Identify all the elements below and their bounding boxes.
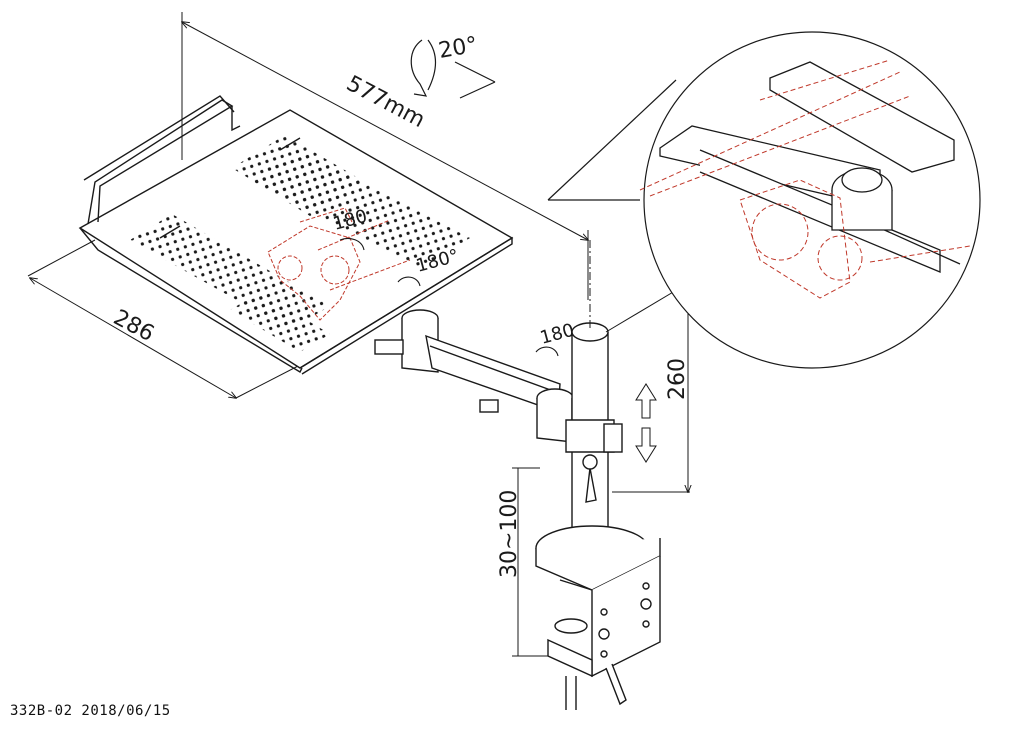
detail-knob bbox=[831, 167, 893, 231]
drawing-caption: 332B-02 2018/06/15 bbox=[10, 703, 171, 719]
swivel-arrows bbox=[339, 237, 559, 357]
pole-swivel-label: 180 bbox=[538, 320, 577, 349]
support-pole bbox=[565, 322, 623, 553]
width-dimension bbox=[182, 12, 588, 300]
detail-plate bbox=[659, 61, 961, 273]
tray-width-label: 286 bbox=[109, 305, 158, 347]
detail-callout bbox=[547, 31, 981, 369]
desk-clamp bbox=[535, 525, 661, 710]
tray-mount-hidden bbox=[267, 207, 411, 321]
tray-width-dimension bbox=[27, 239, 301, 398]
detail-hidden-parts bbox=[639, 59, 971, 299]
laptop-tray bbox=[78, 95, 514, 375]
tilt-indicator bbox=[410, 39, 496, 99]
support-arm bbox=[374, 309, 574, 443]
tilt-label: 20° bbox=[437, 33, 480, 64]
clamp-range-dimension bbox=[512, 467, 548, 657]
height-label: 260 bbox=[665, 358, 690, 400]
width-label: 577mm bbox=[342, 71, 429, 133]
clamp-range-label: 30~100 bbox=[497, 490, 522, 578]
